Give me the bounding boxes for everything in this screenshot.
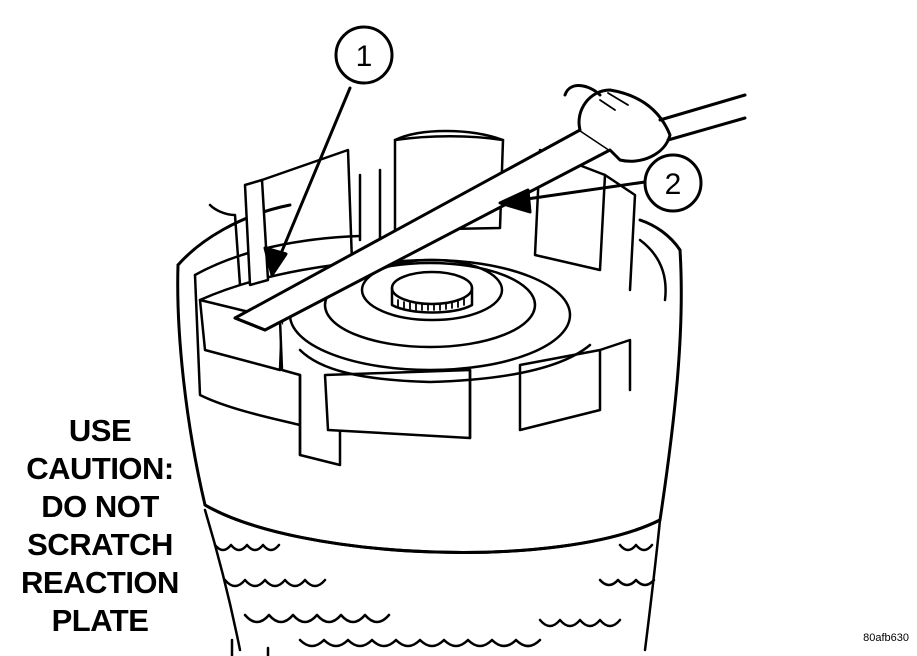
drum-inner-rim <box>193 234 667 427</box>
screwdriver-tool <box>233 84 747 332</box>
callout-2-label: 2 <box>665 168 682 201</box>
drum-spline-teeth <box>203 508 662 656</box>
figure-code: 80afb630 <box>863 632 909 644</box>
caution-line: SCRATCH <box>27 527 173 562</box>
caution-line: REACTION <box>21 565 179 600</box>
callout-1: 1 <box>334 25 394 85</box>
callout-1-label: 1 <box>356 40 373 73</box>
callout-2-leader <box>498 180 647 214</box>
caution-note: USE CAUTION: DO NOT SCRATCH REACTION PLA… <box>0 412 200 640</box>
caution-line: CAUTION: <box>26 451 174 486</box>
callout-2: 2 <box>643 153 703 213</box>
caution-line: DO NOT <box>41 489 159 524</box>
callout-1-leader <box>263 86 352 277</box>
caution-line: USE <box>68 413 132 448</box>
caution-line: PLATE <box>51 603 149 638</box>
